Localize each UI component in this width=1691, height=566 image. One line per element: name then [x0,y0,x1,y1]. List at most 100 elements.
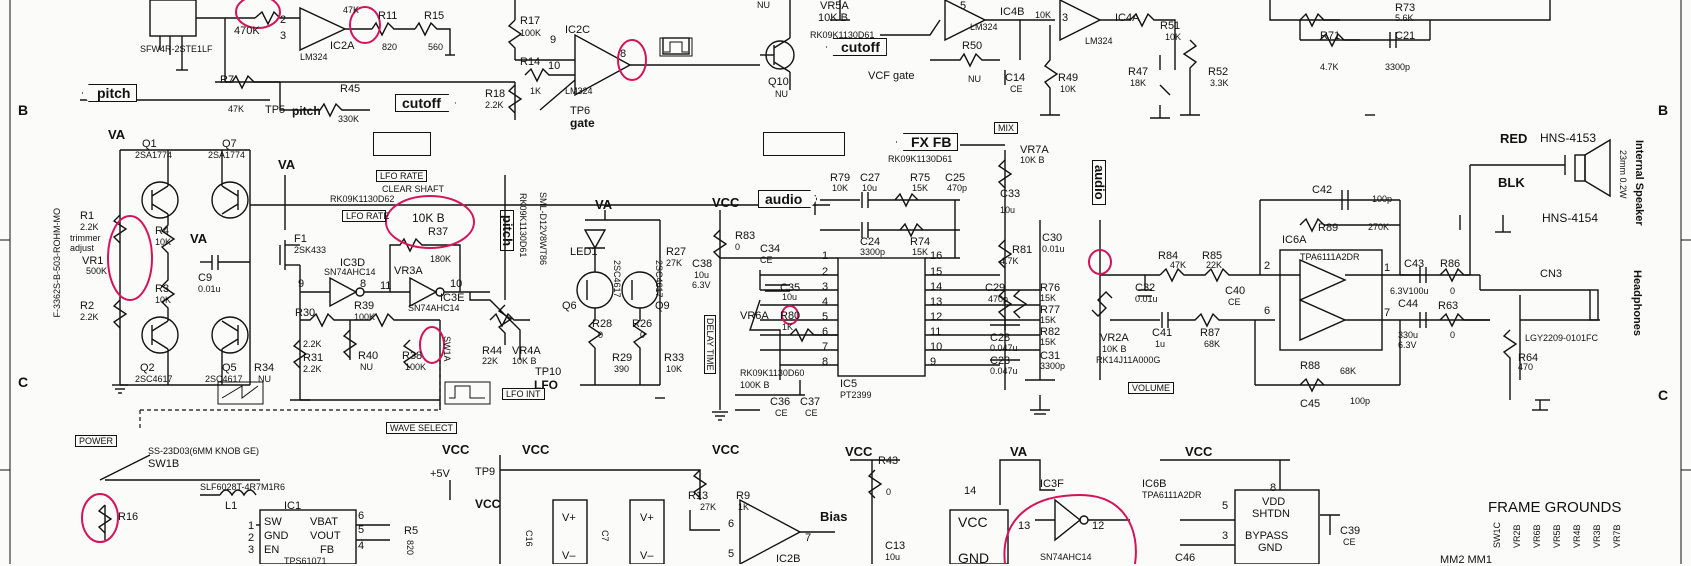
pin-9-ic2c: 9 [550,34,557,46]
grid-row-c-left: C [18,374,29,390]
vr7a-label: VR7A [1020,144,1049,156]
audio-net-flag: audio [758,190,818,208]
ic6b-gnd: GND [1258,542,1283,554]
q9-part: 2SC4617 [654,260,664,298]
c37-label: C37 [800,396,821,408]
r85-label: R85 [1202,250,1223,262]
r34-label: R34 [254,362,275,374]
r29-label: R29 [612,352,633,364]
pin-8-ic3d: 8 [360,278,367,290]
pin-10-ic3e: 10 [450,278,463,290]
ic2c-label: IC2C [565,24,591,36]
r89-label: R89 [1318,222,1339,234]
r40-value: NU [360,362,373,372]
c36-label: C36 [770,396,791,408]
lfo-rate-label-2: LFO RATE [342,210,389,222]
delay-time-label: DELAY TIME [704,315,716,374]
ic1-pin-5: 5 [358,524,365,536]
c31-value: 3300p [1040,361,1066,371]
r76-value: 15K [1040,293,1057,303]
r470k-label: 470K [234,25,260,37]
va-net-led: VA [595,197,613,212]
c9-value: 0.01u [198,284,221,294]
pin-12-ic3f: 12 [1092,520,1105,532]
r51-label: R51 [1160,20,1181,32]
c25-label: C25 [945,172,966,184]
r34-value: NU [258,374,271,384]
vr2a-label: VR2A [1100,332,1129,344]
r15-value: 560 [428,42,444,52]
vr5a-label: VR5A [820,0,849,12]
cn1-label: SFW4R-2STE1LF [140,44,213,54]
ic5-label: IC5 [840,378,858,390]
r87-label: R87 [1200,327,1221,339]
r27-label: R27 [666,246,687,258]
bottom-strip-wires [97,454,1340,564]
c27-label: C27 [860,172,881,184]
c44-voltage: 6.3V [1398,340,1417,350]
ic5-pin-1: 1 [822,250,829,262]
r47-value: 18K [1130,78,1147,88]
r1-label: R1 [80,210,95,222]
c38-voltage: 6.3V [692,280,711,290]
q2-label: Q2 [140,362,155,374]
r4-value: 10K [155,237,172,247]
ic6b-bypass: BYPASS [1245,530,1289,542]
r18-label: R18 [485,88,506,100]
r14-label: R14 [520,56,541,68]
r64-value: 470 [1518,362,1534,372]
gate-label: gate [570,116,595,130]
vr3a-label: VR3A [394,265,423,277]
vr7a-value: 10K B [1020,155,1045,165]
q6-part: 2SC4617 [612,260,622,298]
c37-type: CE [805,408,818,418]
ic1-pin-fb: FB [320,544,335,556]
c29-label: C29 [985,282,1006,294]
c24-value: 3300p [860,247,886,257]
frame-ground-item: VR7B [1612,524,1622,549]
c14-label: C14 [1005,72,1026,84]
pin-6-ic6a: 6 [1264,305,1271,317]
r44-value: 22K [482,356,499,366]
c7-vplus: V+ [640,512,654,524]
c9-label: C9 [198,272,213,284]
sw1a-label: SW1A [442,336,452,362]
r50-value: NU [968,74,981,84]
mix-label: MIX [994,122,1019,134]
audio-vertical-flag: audio [1092,160,1107,205]
vr3a-value: 10K B [412,211,445,225]
r75-value: 15K [912,183,929,193]
r43-value: 0 [886,487,892,497]
pin-5-ic2b: 5 [728,548,735,560]
ic6b-vdd: VDD [1262,496,1286,508]
pin-1-ic6a: 1 [1384,262,1391,274]
pin-7-ic6a: 7 [1384,307,1391,319]
ic1-pin-vout: VOUT [310,530,341,542]
r40-label: R40 [358,350,379,362]
r4-label: R4 [155,225,170,237]
ic1-part: TPS61071 [284,556,327,566]
tp5-pitch-label: pitch [292,104,321,118]
r79-value: 10K [832,183,849,193]
ic1-pin-3: 3 [248,544,255,556]
r71-value: 4.7K [1320,62,1339,72]
cutoff-net-flag-right: cutoff [826,38,887,56]
r5-label: R5 [404,525,419,537]
q9-label: Q9 [655,300,670,312]
r30-value: 2.2K [303,339,322,349]
ic5-pin-14: 14 [930,281,943,293]
r71-label: R71 [1320,30,1341,42]
r28-label: R28 [592,318,613,330]
ic2c-part-label: LM324 [565,86,593,96]
r83-value: 0 [735,242,741,252]
r86-value: 0 [1450,286,1456,296]
c43-label: C43 [1404,258,1425,270]
r63-label: R63 [1438,300,1459,312]
r88-label: R88 [1300,360,1321,372]
frame-ground-item: VR5B [1552,524,1562,549]
q-top-nu: NU [757,0,770,10]
hns4154-label: HNS-4154 [1542,211,1599,225]
vcc-net-ic6b: VCC [1185,444,1213,459]
c24-label: C24 [860,236,881,248]
frame-ground-item: SW1C [1492,522,1502,549]
